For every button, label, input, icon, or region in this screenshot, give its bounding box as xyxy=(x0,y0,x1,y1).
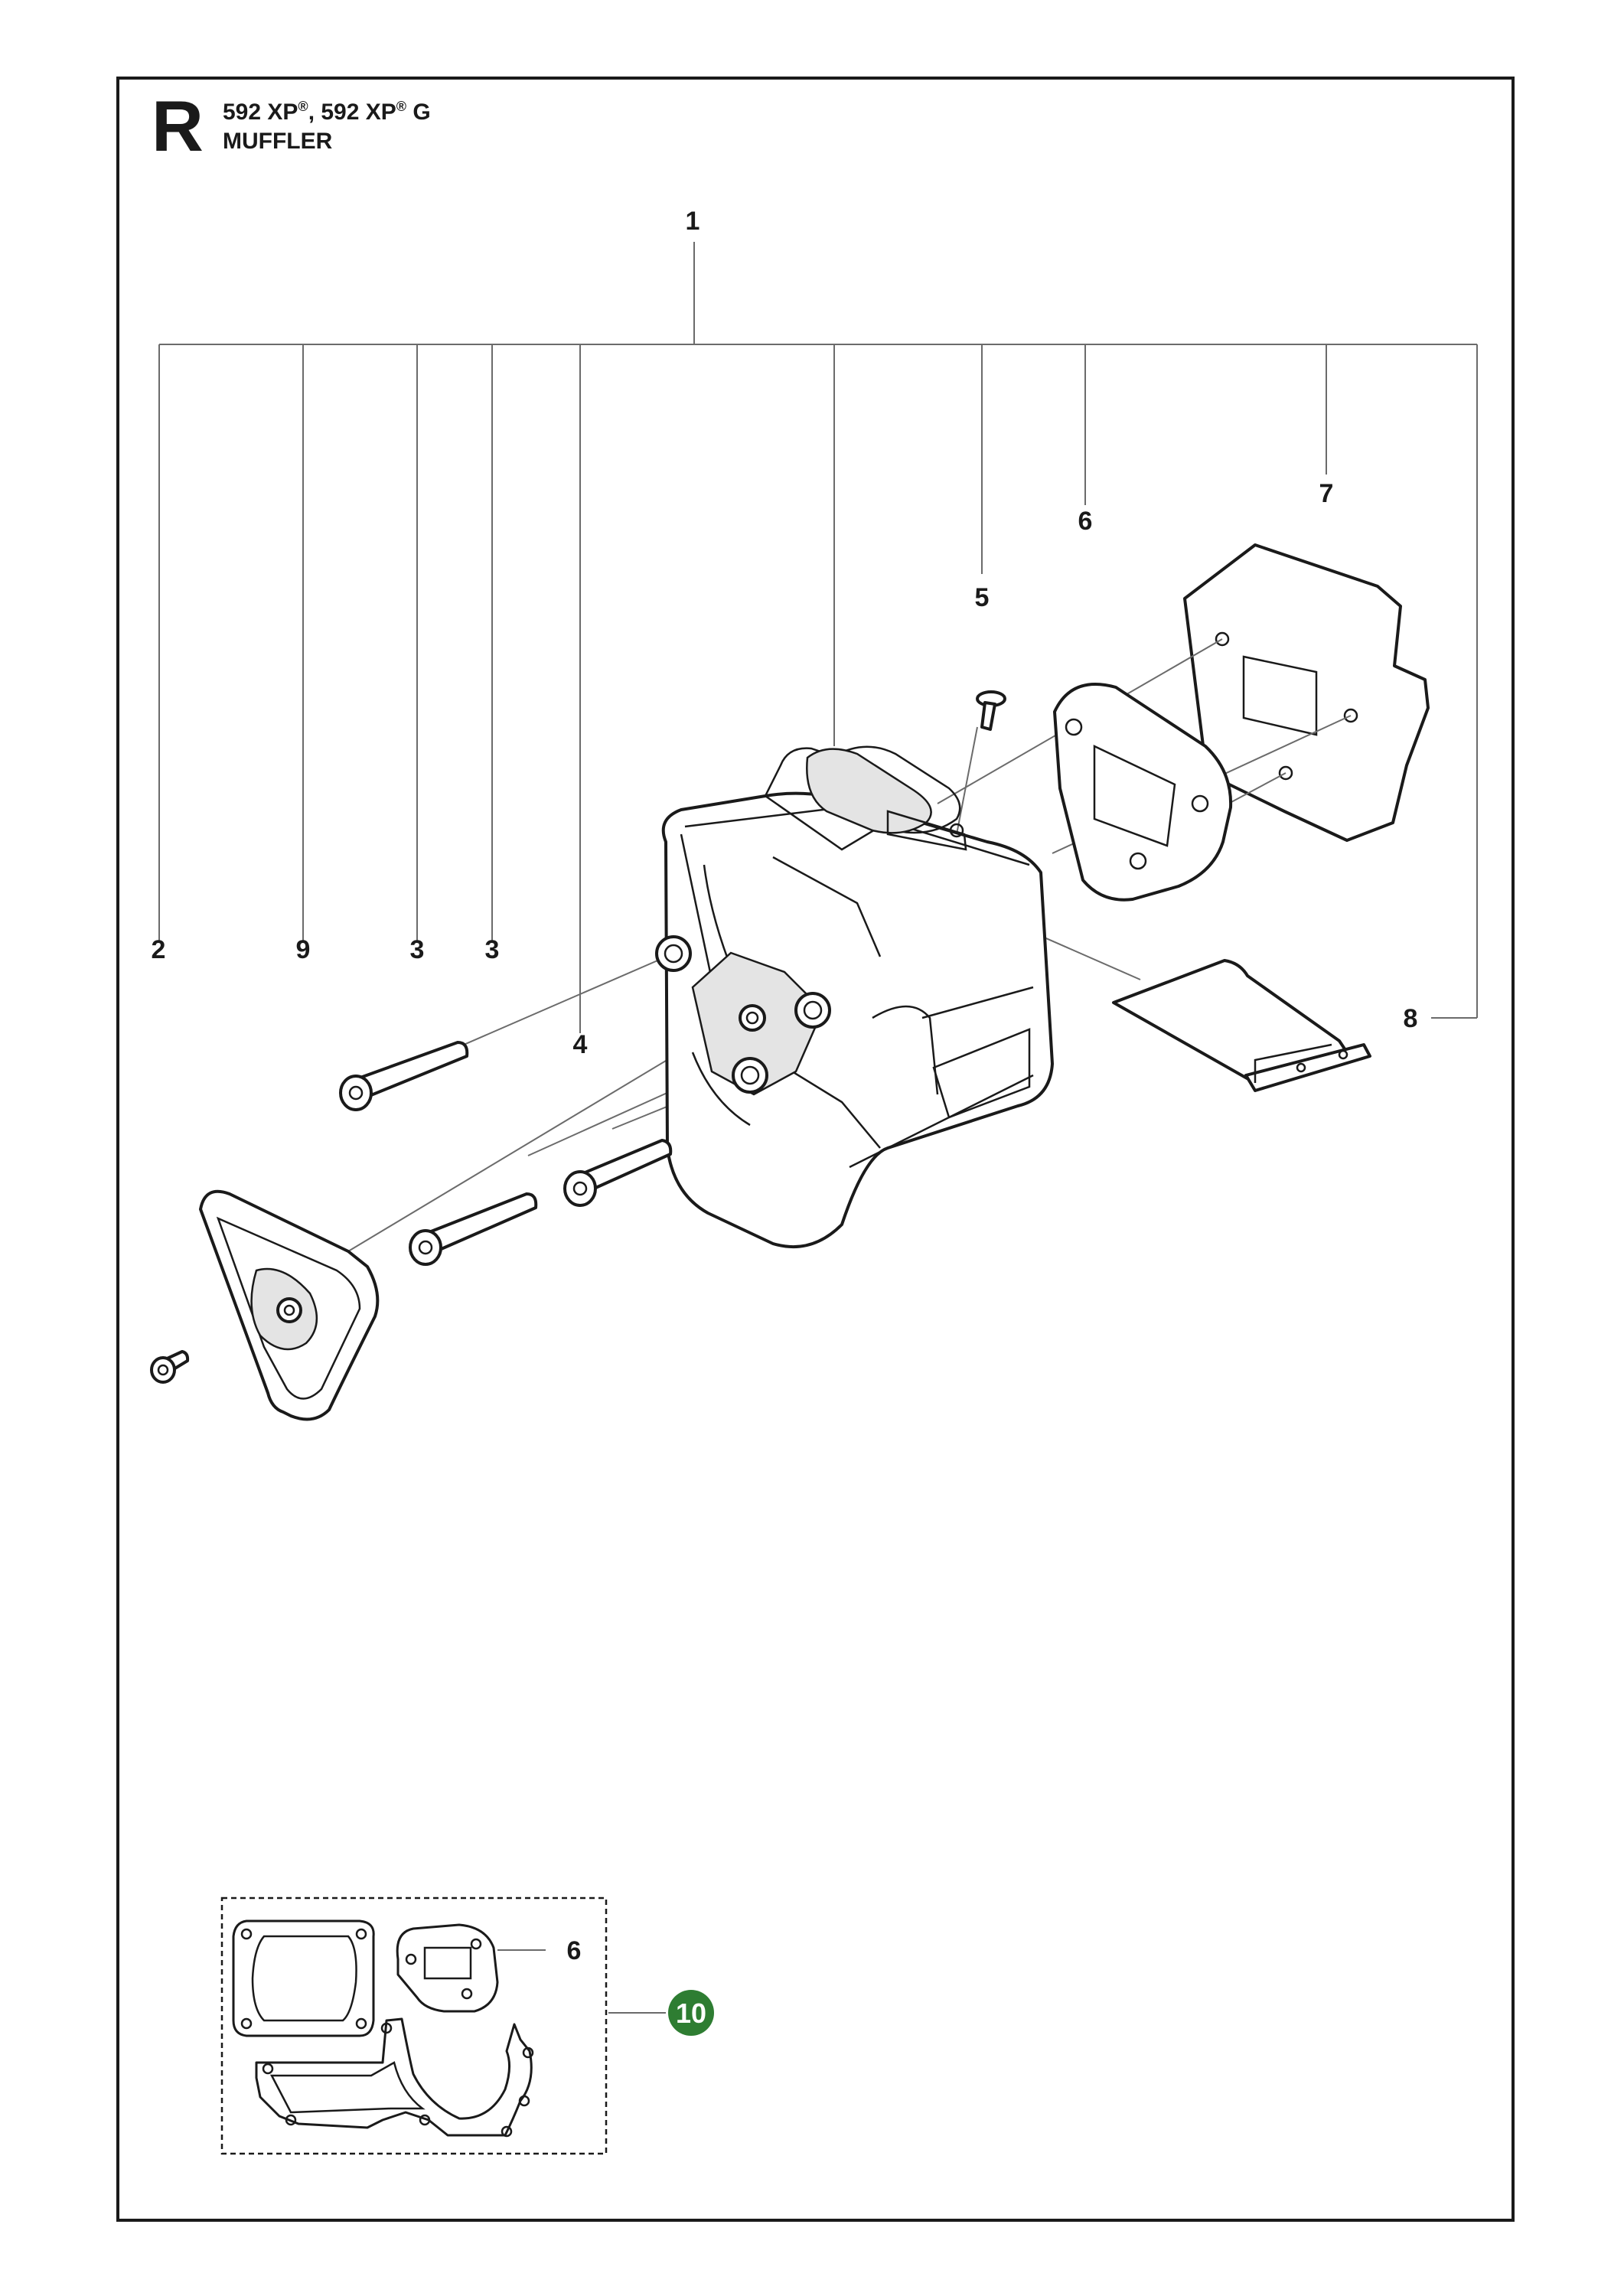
callout-6: 6 xyxy=(1078,507,1093,536)
registered-mark-a: ® xyxy=(298,99,308,114)
muffler-body xyxy=(655,745,1054,1249)
callout-1: 1 xyxy=(686,207,700,236)
callout-5: 5 xyxy=(975,583,990,612)
page-title: MUFFLER xyxy=(223,128,333,154)
heat-shield xyxy=(1183,543,1430,842)
model-line: 592 XP®, 592 XP® G xyxy=(223,99,431,125)
screw-2 xyxy=(150,1350,190,1384)
section-letter: R xyxy=(152,86,204,166)
callout-8: 8 xyxy=(1404,1004,1418,1033)
kit-callout-6: 6 xyxy=(567,1936,582,1965)
model-a: 592 XP xyxy=(223,99,298,125)
screw-5 xyxy=(976,690,1006,731)
bolt-4 xyxy=(563,1139,673,1207)
bolt-3b xyxy=(409,1192,538,1266)
assembly-bracket xyxy=(158,242,1478,1033)
page-frame xyxy=(116,77,1515,2222)
gasket-kit-box xyxy=(220,1896,666,2155)
spark-deflector xyxy=(1112,959,1371,1092)
registered-mark-b: ® xyxy=(396,99,407,114)
callout-3a: 3 xyxy=(410,935,425,964)
kit-callout-10: 10 xyxy=(676,1998,706,2029)
kit-badge xyxy=(668,1990,714,2036)
muffler-gasket xyxy=(1053,683,1233,902)
model-b-suffix: G xyxy=(413,99,431,125)
callout-4: 4 xyxy=(573,1030,588,1059)
title-block: 592 XP®, 592 XP® G MUFFLER xyxy=(223,98,431,155)
support-plate xyxy=(199,1189,380,1421)
callout-7: 7 xyxy=(1319,479,1334,508)
callout-9: 9 xyxy=(296,935,311,964)
model-b: 592 XP xyxy=(321,99,396,125)
bolt-3a xyxy=(339,1041,469,1111)
callout-3b: 3 xyxy=(485,935,500,964)
callout-2: 2 xyxy=(152,935,166,964)
